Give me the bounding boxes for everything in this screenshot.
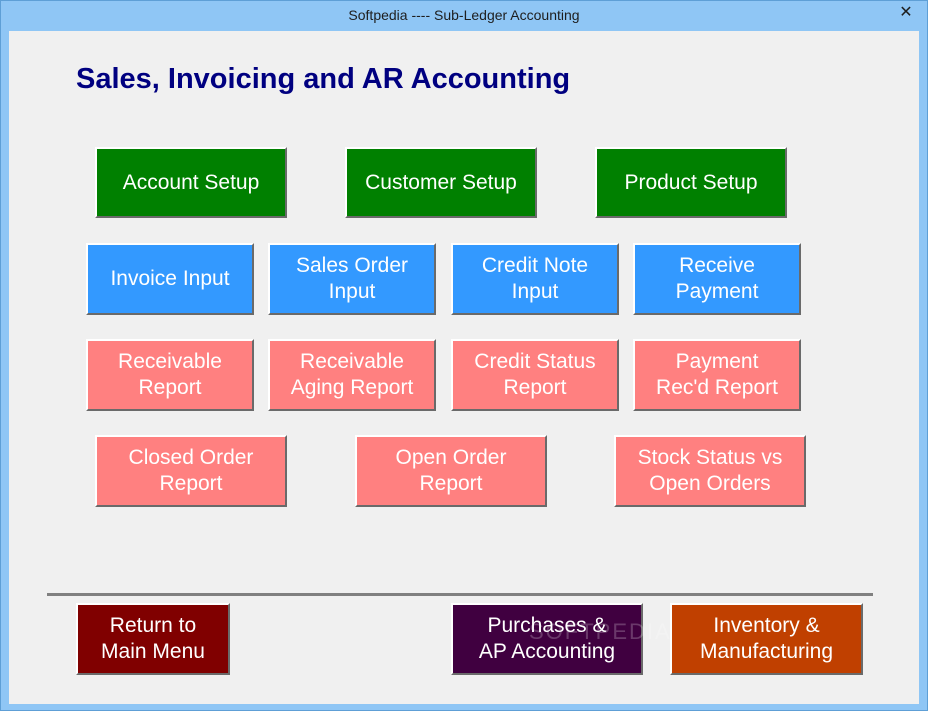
page-title: Sales, Invoicing and AR Accounting [76, 63, 571, 95]
window-title: Softpedia ---- Sub-Ledger Accounting [348, 7, 580, 23]
title-bar: Softpedia ---- Sub-Ledger Accounting ✕ [1, 1, 927, 31]
stock-status-vs-open-orders-button[interactable]: Stock Status vs Open Orders [614, 435, 806, 507]
purchases-ap-accounting-button[interactable]: Purchases & AP Accounting [451, 603, 643, 675]
credit-status-report-button[interactable]: Credit Status Report [451, 339, 619, 411]
closed-order-report-button[interactable]: Closed Order Report [95, 435, 287, 507]
product-setup-button[interactable]: Product Setup [595, 147, 787, 218]
main-panel: Sales, Invoicing and AR Accounting Accou… [9, 31, 919, 704]
receive-payment-button[interactable]: Receive Payment [633, 243, 801, 315]
invoice-input-button[interactable]: Invoice Input [86, 243, 254, 315]
account-setup-button[interactable]: Account Setup [95, 147, 287, 218]
sales-order-input-button[interactable]: Sales Order Input [268, 243, 436, 315]
return-main-menu-button[interactable]: Return to Main Menu [76, 603, 230, 675]
close-icon[interactable]: ✕ [899, 4, 913, 21]
inventory-manufacturing-button[interactable]: Inventory & Manufacturing [670, 603, 863, 675]
receivable-report-button[interactable]: Receivable Report [86, 339, 254, 411]
receivable-aging-report-button[interactable]: Receivable Aging Report [268, 339, 436, 411]
payment-recd-report-button[interactable]: Payment Rec'd Report [633, 339, 801, 411]
divider [47, 593, 873, 596]
customer-setup-button[interactable]: Customer Setup [345, 147, 537, 218]
credit-note-input-button[interactable]: Credit Note Input [451, 243, 619, 315]
open-order-report-button[interactable]: Open Order Report [355, 435, 547, 507]
